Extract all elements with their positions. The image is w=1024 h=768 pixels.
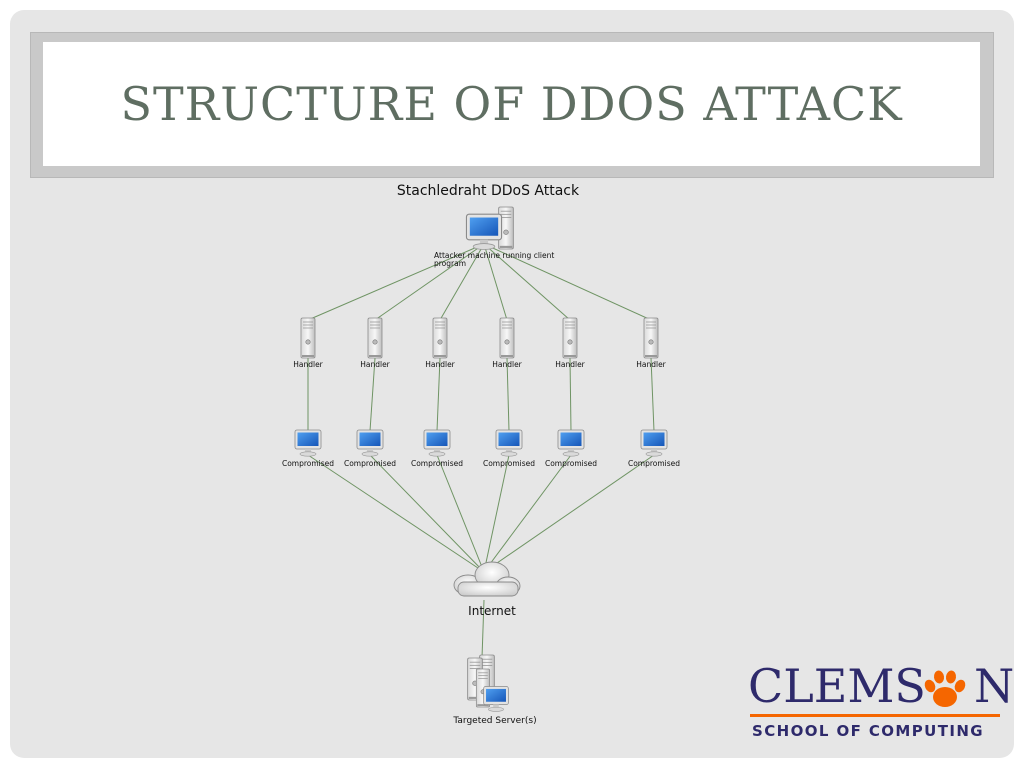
attacker-to-handler-line	[483, 243, 508, 321]
compromised-node: Compromised	[545, 429, 597, 468]
handler-node: Handler	[425, 317, 456, 369]
server-tower-icon	[562, 317, 578, 359]
compromised-label: Compromised	[483, 459, 535, 468]
handler-to-compromised-line	[650, 357, 655, 432]
computer-monitor-icon	[423, 429, 451, 457]
handler-node: Handler	[360, 317, 391, 369]
wordmark-part-a: CLEMS	[748, 659, 926, 713]
compromised-label: Compromised	[344, 459, 396, 468]
handler-node: Handler	[636, 317, 667, 369]
cloud-icon	[453, 561, 521, 597]
logo-divider	[750, 714, 1000, 717]
computer-monitor-icon	[356, 429, 384, 457]
slide-title: Structure of DDoS attack	[120, 77, 903, 131]
target-monitor-icon	[483, 686, 509, 712]
computer-monitor-icon	[640, 429, 668, 457]
handler-label: Handler	[293, 360, 323, 369]
compromised-to-internet-line	[436, 454, 485, 573]
handler-node: Handler	[293, 317, 324, 369]
compromised-to-internet-line	[307, 454, 485, 573]
compromised-node: Compromised	[628, 429, 680, 468]
internet-cloud: Internet	[453, 561, 521, 618]
handler-label: Handler	[360, 360, 390, 369]
handler-label: Handler	[425, 360, 455, 369]
diagram-title: Stachledraht DDoS Attack	[396, 183, 580, 199]
attacker-label-2: program	[434, 259, 466, 268]
connection-lines	[307, 243, 655, 659]
compromised-label: Compromised	[545, 459, 597, 468]
handler-label: Handler	[492, 360, 522, 369]
target-label: Targeted Server(s)	[452, 716, 536, 726]
school-name: SCHOOL OF COMPUTING	[752, 722, 985, 740]
compromised-node: Compromised	[344, 429, 396, 468]
compromised-to-internet-line	[369, 454, 485, 573]
compromised-to-internet-line	[483, 454, 572, 573]
handler-label: Handler	[636, 360, 666, 369]
targeted-servers: Targeted Server(s)	[452, 654, 537, 726]
internet-label: Internet	[468, 604, 516, 618]
compromised-label: Compromised	[411, 459, 463, 468]
compromised-to-internet-line	[483, 454, 510, 573]
server-tower-icon	[643, 317, 659, 359]
server-tower-icon	[300, 317, 316, 359]
attacker-machine: Attacker machine running client program	[434, 206, 554, 268]
server-tower-icon	[367, 317, 383, 359]
tiger-paw-icon	[924, 670, 966, 707]
compromised-node: Compromised	[483, 429, 535, 468]
computer-monitor-icon	[294, 429, 322, 457]
handler-to-compromised-line	[569, 357, 572, 432]
server-tower-icon	[432, 317, 448, 359]
attacker-to-handler-line	[439, 243, 485, 321]
attacker-to-handler-line	[374, 243, 485, 321]
handler-to-compromised-line	[506, 357, 510, 432]
title-box	[43, 42, 980, 166]
compromised-node: Compromised	[411, 429, 463, 468]
compromised-label: Compromised	[628, 459, 680, 468]
computer-monitor-icon	[495, 429, 523, 457]
attacker-to-handler-line	[483, 243, 571, 321]
handler-node: Handler	[492, 317, 523, 369]
server-tower-icon	[499, 317, 515, 359]
attacker-label-1: Attacker machine running client	[434, 251, 554, 260]
handler-node: Handler	[555, 317, 586, 369]
internet-to-target-line	[481, 599, 485, 659]
compromised-group: Compromised Compromised Compromised Comprom…	[282, 429, 680, 468]
wordmark-part-b: N	[973, 659, 1015, 713]
compromised-label: Compromised	[282, 459, 334, 468]
handler-to-compromised-line	[436, 357, 441, 432]
computer-monitor-icon	[557, 429, 585, 457]
attacker-to-handler-line	[483, 243, 652, 321]
handler-to-compromised-line	[369, 357, 376, 432]
attacker-monitor-icon	[465, 213, 503, 251]
compromised-node: Compromised	[282, 429, 334, 468]
compromised-to-internet-line	[483, 454, 655, 573]
handler-label: Handler	[555, 360, 585, 369]
attacker-to-handler-line	[307, 243, 485, 321]
handler-group: Handler Handler Handler Handler Handler Handl…	[293, 317, 667, 369]
